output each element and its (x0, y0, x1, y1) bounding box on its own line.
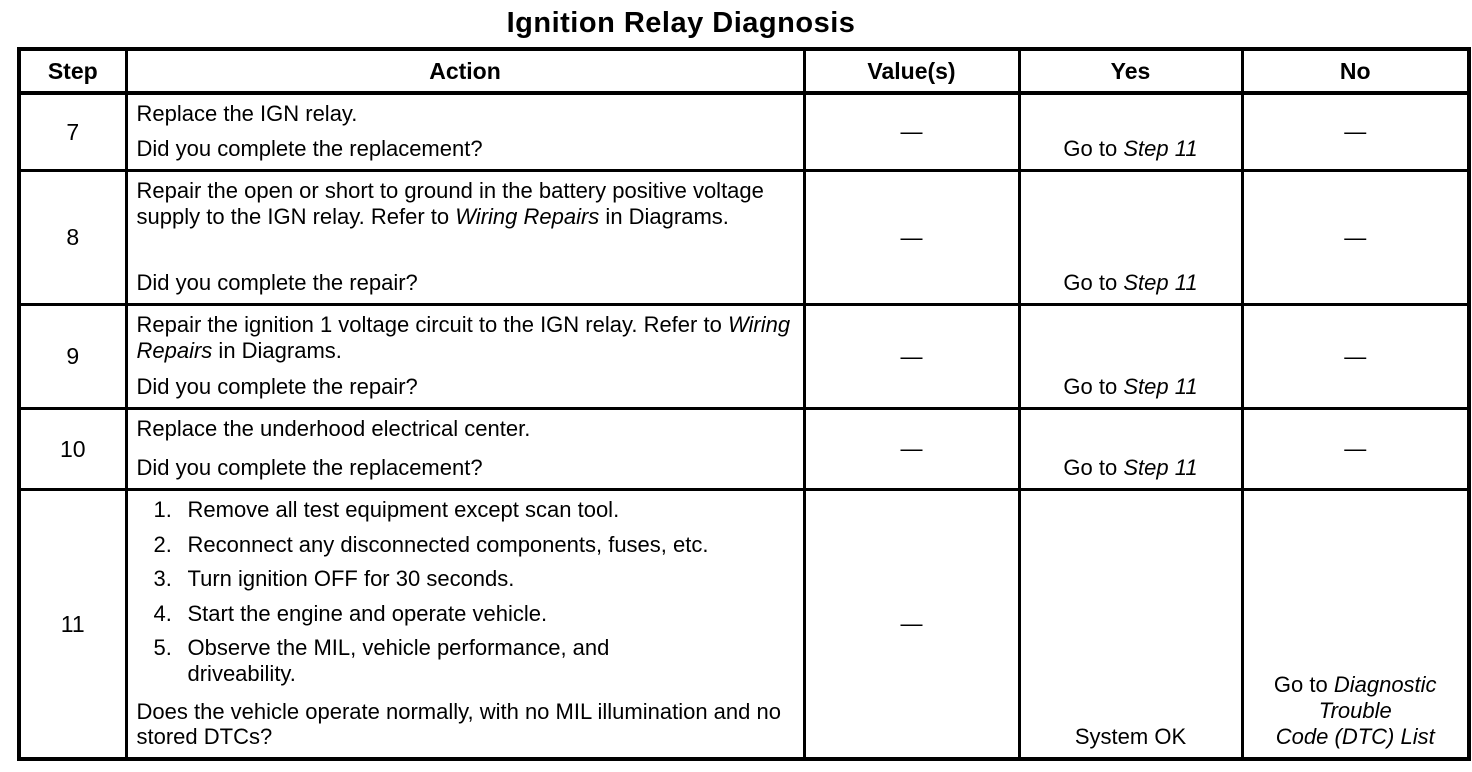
action-cell: Repair the open or short to ground in th… (124, 169, 806, 306)
no-dash: — (1344, 343, 1367, 369)
action-text: Repair the open or short to ground in th… (136, 178, 764, 229)
header-row: Step Action Value(s) Yes No (17, 47, 1471, 95)
no-text-line: Trouble (1318, 698, 1392, 724)
yes-cell: Go to Step 11 (1017, 407, 1244, 491)
action-list-item: 5. Observe the MIL, vehicle performance,… (154, 635, 795, 686)
value-dash: — (900, 119, 923, 145)
action-text: Replace the underhood electrical center. (136, 416, 531, 441)
yes-text: Go to Step 11 (1063, 374, 1198, 400)
value-dash: — (900, 436, 923, 462)
step-number: 11 (60, 610, 85, 637)
yes-text: System OK (1074, 724, 1187, 750)
no-text-line: Go to Diagnostic (1273, 672, 1437, 698)
no-cell: Go to Diagnostic Trouble Code (DTC) List (1240, 488, 1471, 761)
table-row-step-7: 7 Replace the IGN relay. Did you complet… (17, 91, 1471, 172)
yes-cell: Go to Step 11 (1017, 169, 1244, 306)
list-item-number: 4. (153, 600, 172, 626)
list-item-text: Remove all test equipment except scan to… (187, 497, 620, 522)
action-list-item: 3. Turn ignition OFF for 30 seconds. (154, 566, 795, 592)
col-header-step: Step (17, 47, 128, 95)
step-cell: 10 (17, 407, 128, 491)
no-cell: — (1240, 303, 1471, 410)
list-item-number: 1. (153, 497, 172, 522)
step-number: 9 (66, 343, 80, 369)
action-list-item: 2. Reconnect any disconnected components… (154, 532, 795, 558)
step-number: 8 (66, 224, 80, 250)
col-header-no: No (1240, 47, 1471, 95)
action-list: 1. Remove all test equipment except scan… (154, 497, 795, 695)
step-cell: 8 (17, 169, 128, 306)
no-cell: — (1240, 91, 1471, 172)
values-cell: — (802, 303, 1021, 410)
list-item-text: Turn ignition OFF for 30 seconds. (187, 566, 515, 592)
step-number: 10 (59, 435, 86, 462)
list-item-text: Observe the MIL, vehicle performance, an… (187, 635, 610, 686)
yes-text: Go to Step 11 (1063, 136, 1198, 162)
table-row-step-11: 11 1. Remove all test equipment except s… (17, 488, 1471, 761)
table-row-step-8: 8 Repair the open or short to ground in … (17, 169, 1471, 306)
no-cell: — (1240, 407, 1471, 491)
action-question: Did you complete the replacement? (136, 455, 483, 481)
no-dash: — (1344, 224, 1367, 250)
action-list-item: 1. Remove all test equipment except scan… (154, 497, 795, 523)
list-item-number: 3. (153, 566, 172, 592)
action-list-item: 4. Start the engine and operate vehicle. (154, 601, 795, 627)
step-cell: 7 (17, 91, 128, 172)
values-cell: — (802, 169, 1021, 306)
no-dash: — (1344, 436, 1367, 462)
no-cell: — (1240, 169, 1471, 306)
action-question: Did you complete the replacement? (136, 136, 483, 162)
list-item-number: 5. (153, 635, 172, 661)
step-cell: 11 (17, 488, 128, 761)
step-number: 7 (66, 118, 80, 145)
action-cell: Repair the ignition 1 voltage circuit to… (124, 303, 806, 410)
action-cell: 1. Remove all test equipment except scan… (124, 488, 806, 761)
list-item-text: Start the engine and operate vehicle. (187, 600, 548, 626)
value-dash: — (900, 224, 923, 250)
list-item-number: 2. (153, 531, 172, 557)
col-header-action: Action (124, 47, 806, 95)
value-dash: — (900, 343, 923, 369)
action-cell: Replace the underhood electrical center.… (124, 407, 806, 491)
no-dash: — (1344, 119, 1367, 145)
yes-text: Go to Step 11 (1063, 455, 1198, 481)
yes-text: Go to Step 11 (1063, 270, 1198, 296)
yes-cell: Go to Step 11 (1017, 303, 1244, 410)
step-cell: 9 (17, 303, 128, 410)
values-cell: — (802, 407, 1021, 491)
value-dash: — (900, 611, 923, 637)
values-cell: — (802, 91, 1021, 172)
yes-cell: Go to Step 11 (1017, 91, 1244, 172)
action-question: Did you complete the repair? (136, 374, 418, 400)
table-row-step-9: 9 Repair the ignition 1 voltage circuit … (17, 303, 1471, 410)
action-text: Repair the ignition 1 voltage circuit to… (136, 312, 791, 363)
no-text-line: Code (DTC) List (1275, 724, 1435, 750)
values-cell: — (802, 488, 1021, 761)
action-question: Does the vehicle operate normally, with … (136, 698, 781, 750)
col-header-values: Value(s) (802, 47, 1021, 95)
action-text: Replace the IGN relay. (136, 101, 358, 126)
action-cell: Replace the IGN relay. Did you complete … (124, 91, 806, 172)
page-title: Ignition Relay Diagnosis (506, 7, 856, 39)
diagnosis-table: Step Action Value(s) Yes No 7 Replace th… (17, 47, 1471, 761)
yes-cell: System OK (1017, 488, 1244, 761)
table-row-step-10: 10 Replace the underhood electrical cent… (17, 407, 1471, 491)
action-question: Did you complete the repair? (136, 270, 418, 296)
list-item-text: Reconnect any disconnected components, f… (187, 531, 709, 557)
col-header-yes: Yes (1017, 47, 1244, 95)
